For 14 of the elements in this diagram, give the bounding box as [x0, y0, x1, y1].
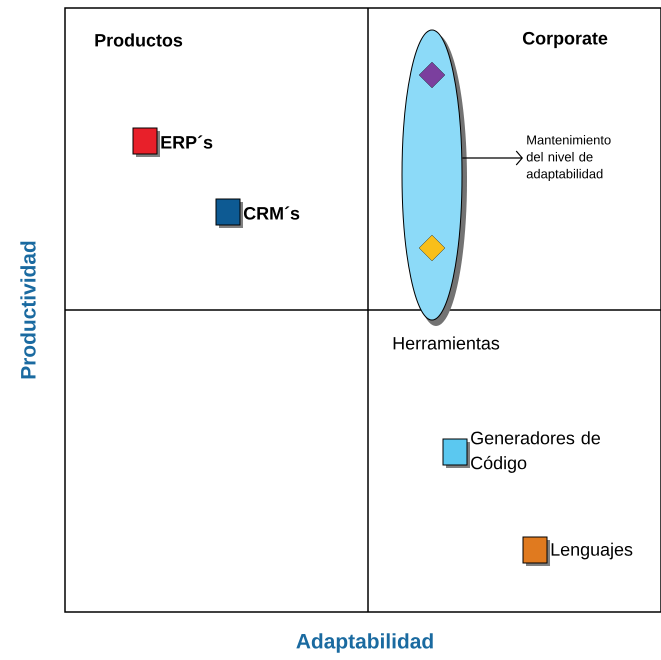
diamond-marker: [418, 234, 446, 262]
axis-title: Adaptabilidad: [296, 633, 433, 653]
arrow: [462, 150, 524, 166]
axis-title: Productividad: [20, 242, 36, 378]
item-label: ERP´s: [161, 135, 212, 149]
quadrant-title: Corporate: [522, 32, 608, 48]
quadrant-title: Productos: [95, 33, 182, 47]
ellipse-shape: [402, 30, 467, 326]
quadrant-title: Herramientas: [394, 336, 500, 350]
diamond-marker: [418, 62, 446, 88]
annotation-text: Mantenimiento del nivel de adaptabilidad: [526, 135, 611, 181]
item-label: CRM´s: [244, 206, 300, 220]
item-label: Lenguajes: [552, 542, 632, 560]
item-label: Generadores de Código: [471, 431, 600, 473]
